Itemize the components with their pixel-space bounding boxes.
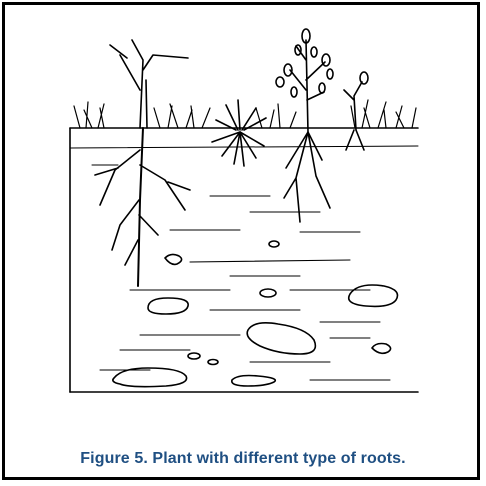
soil-stones [113,241,398,387]
flowering-plant [276,29,333,222]
figure-caption: Figure 5. Plant with different type of r… [0,450,486,468]
tap-root-plant [95,40,190,286]
soil-block [70,128,418,392]
fibrous-root-grass [212,100,266,166]
soil-strata [92,165,390,380]
